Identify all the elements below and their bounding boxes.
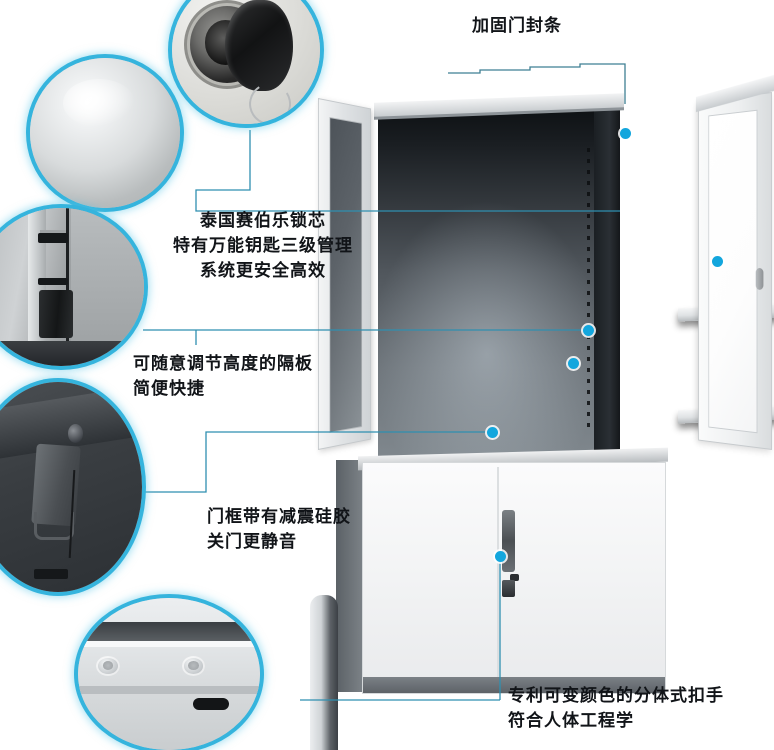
- lower-cabinet-left-side: [336, 460, 362, 692]
- peg-slot-upper: [37, 233, 68, 243]
- key-head: [225, 0, 294, 92]
- lower-cabinet: [336, 447, 668, 704]
- corner-edge: [65, 208, 69, 348]
- lower-cabinet-doors[interactable]: [362, 462, 666, 694]
- cabinet-back-panel: [70, 208, 144, 344]
- damper-photo: [0, 382, 142, 592]
- damper-tab: [34, 568, 69, 580]
- glass-door-right[interactable]: [695, 74, 774, 450]
- door-seal-photo: [30, 58, 180, 208]
- shelf-surface: [0, 340, 144, 366]
- lock-bubble: [172, 0, 320, 124]
- lock-pin: [510, 574, 519, 581]
- damper-hook: [34, 512, 75, 541]
- door-seam: [497, 467, 499, 681]
- callout-dot-handle: [495, 551, 506, 562]
- caption-adjustable-shelf: 可随意调节高度的隔板 简便快捷: [133, 354, 313, 399]
- callout-dot-damper: [487, 427, 498, 438]
- callout-dot-shelf: [583, 325, 594, 336]
- upper-cabinet-interior: [374, 93, 624, 470]
- door-seal-bubble: [30, 58, 180, 208]
- callout-dot-shelf-2: [568, 358, 579, 369]
- peg-slot-lower: [37, 277, 68, 286]
- caption-silicone-damper: 门框带有减震硅胶 关门更静音: [207, 507, 351, 552]
- callout-dot-lock: [712, 256, 723, 267]
- caption-lock-core: 泰国赛伯乐锁芯 特有万能钥匙三级管理 系统更安全高效: [173, 211, 353, 281]
- damper-bubble: [0, 382, 142, 592]
- rail-screw-right: [181, 655, 206, 676]
- split-handle[interactable]: [502, 510, 515, 572]
- shelf-bracket-photo: [0, 208, 144, 366]
- rail-screw-left: [96, 655, 120, 676]
- hinge-screw: [68, 424, 84, 443]
- cylinder-lock[interactable]: [502, 580, 515, 597]
- shelf-peg-holes: [587, 148, 590, 428]
- lock-photo: [172, 0, 320, 124]
- specular-highlight: [63, 79, 135, 127]
- interior-right-side: [594, 108, 620, 470]
- shelf-bracket-bubble: [0, 208, 144, 366]
- rail-lower-band: [78, 686, 260, 694]
- caption-split-handle: 专利可变颜色的分体式扣手 符合人体工程学: [508, 686, 724, 731]
- cabinet-illustration: [300, 70, 774, 750]
- side-pillar: [310, 595, 338, 750]
- rail-lip: [78, 640, 260, 647]
- rail-photo: [78, 598, 260, 750]
- callout-dot-door-seal: [620, 128, 631, 139]
- rail-dark-band: [78, 622, 260, 641]
- interior-glow: [378, 180, 620, 470]
- rail-bubble: [78, 598, 260, 750]
- door-top-rail: [695, 74, 774, 113]
- door-glass-right: [708, 109, 758, 434]
- glass-door-handle[interactable]: [755, 268, 764, 290]
- caption-door-seal: 加固门封条: [472, 16, 562, 36]
- lower-cabinet-base: [363, 677, 665, 693]
- shelf-clip: [39, 290, 73, 338]
- handle-slot: [192, 698, 230, 711]
